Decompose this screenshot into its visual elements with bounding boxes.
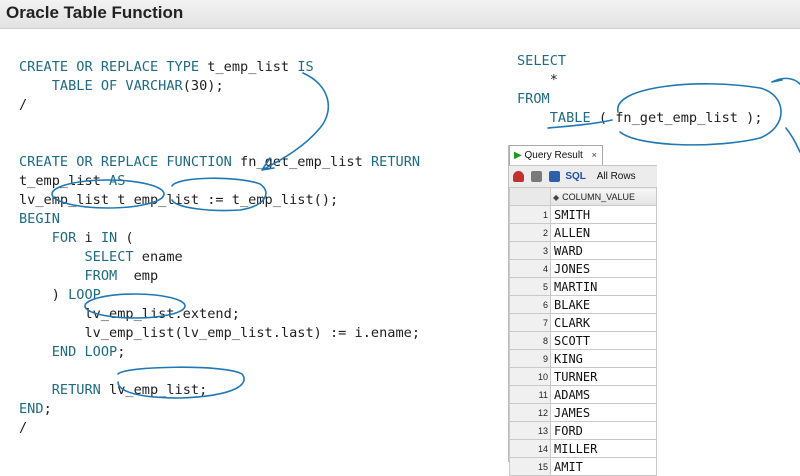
- cell-column-value[interactable]: AMIT: [550, 457, 657, 476]
- row-number: 9: [509, 349, 551, 368]
- code-left-line-16: END LOOP;: [51, 344, 126, 360]
- cell-column-value[interactable]: CLARK: [550, 313, 657, 332]
- query-result-toolbar: SQL All Rows: [509, 165, 657, 188]
- row-number: 1: [509, 205, 551, 224]
- code-editor-left[interactable]: CREATE OR REPLACE TYPE t_emp_list IS TAB…: [19, 58, 420, 438]
- row-number: 12: [509, 403, 551, 422]
- cell-column-value[interactable]: BLAKE: [550, 295, 657, 314]
- cell-column-value[interactable]: TURNER: [550, 367, 657, 386]
- code-left-line-5: [19, 134, 420, 153]
- save-icon[interactable]: [548, 171, 560, 182]
- row-number: 10: [509, 367, 551, 386]
- code-left-line-12: FROM emp: [84, 268, 159, 284]
- cell-column-value[interactable]: FORD: [550, 421, 657, 440]
- code-left-line-8: lv_emp_list t_emp_list := t_emp_list();: [19, 192, 339, 208]
- query-result-panel: ▶ Query Result × SQL All Rows ◆COLUMN_VA…: [508, 145, 657, 476]
- cell-column-value[interactable]: JAMES: [550, 403, 657, 422]
- code-left-line-20: /: [19, 420, 28, 436]
- code-left-line-19: END;: [19, 401, 52, 417]
- print-icon[interactable]: [530, 171, 542, 182]
- code-left-line-13: ) LOOP: [19, 287, 101, 303]
- code-left-line-15: lv_emp_list(lv_emp_list.last) := i.ename…: [19, 325, 421, 341]
- code-left-line-2: TABLE OF VARCHAR(30);: [51, 78, 224, 94]
- cell-column-value[interactable]: WARD: [550, 241, 657, 260]
- code-left-line-14: lv_emp_list.extend;: [19, 306, 240, 322]
- code-right-line-1: SELECT: [517, 53, 567, 69]
- tab-label: Query Result: [524, 150, 583, 161]
- row-number: 5: [509, 277, 551, 296]
- row-number: 14: [509, 439, 551, 458]
- sql-button[interactable]: SQL: [565, 171, 586, 182]
- pin-icon[interactable]: [513, 171, 524, 182]
- cell-column-value[interactable]: SCOTT: [550, 331, 657, 350]
- code-left-line-11: SELECT ename: [84, 249, 183, 265]
- code-left-line-18: RETURN lv_emp_list;: [51, 382, 208, 398]
- sort-icon: ◆: [553, 192, 560, 202]
- code-left-line-9: BEGIN: [19, 211, 60, 227]
- code-left-line-10: FOR i IN (: [51, 230, 134, 246]
- code-editor-right[interactable]: SELECT * FROM TABLE ( fn_get_emp_list );: [517, 52, 763, 128]
- row-number: 3: [509, 241, 551, 260]
- code-right-line-2: *: [517, 72, 558, 88]
- row-number: 6: [509, 295, 551, 314]
- all-rows-label: All Rows: [596, 171, 636, 182]
- row-number: 13: [509, 421, 551, 440]
- cell-column-value[interactable]: SMITH: [550, 205, 657, 224]
- row-number-header: [509, 187, 551, 206]
- code-left-line-7: t_emp_list AS: [19, 173, 126, 189]
- code-left-line-3: /: [19, 97, 28, 113]
- cell-column-value[interactable]: MILLER: [550, 439, 657, 458]
- annotation-arrow-right: [771, 77, 800, 153]
- cell-column-value[interactable]: KING: [550, 349, 657, 368]
- cell-column-value[interactable]: ADAMS: [550, 385, 657, 404]
- row-number: 4: [509, 259, 551, 278]
- row-number: 15: [509, 457, 551, 476]
- code-left-line-17: [19, 362, 420, 381]
- row-number: 7: [509, 313, 551, 332]
- row-number: 2: [509, 223, 551, 242]
- play-icon: ▶: [514, 150, 522, 161]
- page-title: Oracle Table Function: [6, 3, 184, 22]
- cell-column-value[interactable]: JONES: [550, 259, 657, 278]
- cell-column-value[interactable]: ALLEN: [550, 223, 657, 242]
- code-left-line-4: [19, 115, 420, 134]
- code-left-line-1: CREATE OR REPLACE TYPE t_emp_list IS: [19, 59, 314, 75]
- close-icon[interactable]: ×: [591, 150, 597, 160]
- code-left-line-6: CREATE OR REPLACE FUNCTION fn_get_emp_li…: [19, 154, 421, 170]
- row-number: 11: [509, 385, 551, 404]
- code-right-line-3: FROM: [517, 91, 550, 107]
- code-right-line-4: TABLE ( fn_get_emp_list );: [549, 110, 763, 126]
- tab-query-result[interactable]: ▶ Query Result ×: [509, 145, 603, 165]
- cell-column-value[interactable]: MARTIN: [550, 277, 657, 296]
- title-bar: Oracle Table Function: [0, 0, 800, 29]
- row-number: 8: [509, 331, 551, 350]
- column-header[interactable]: ◆COLUMN_VALUE: [550, 187, 657, 206]
